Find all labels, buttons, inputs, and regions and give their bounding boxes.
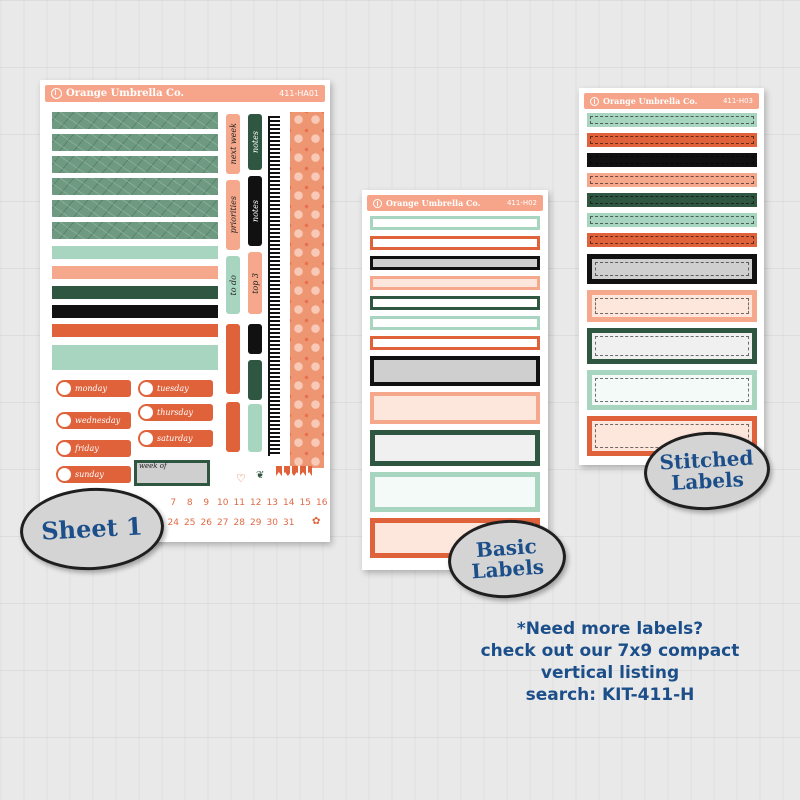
banner-icon (276, 466, 312, 476)
basic-label (370, 236, 540, 250)
washi-strip (52, 200, 218, 217)
stitched-label (587, 254, 757, 284)
washi-strip (52, 156, 218, 173)
basic-label (370, 256, 540, 270)
stitched-label (587, 370, 757, 410)
vertical-tab: next week (226, 114, 240, 174)
sticker-sheet-2: Orange Umbrella Co. 411-H02 (362, 190, 548, 570)
stitched-label (587, 133, 757, 147)
stitched-label (587, 153, 757, 167)
brand-name: Orange Umbrella Co. (603, 96, 698, 106)
vertical-tab: top 3 (248, 252, 262, 314)
washi-strip (52, 222, 218, 239)
brand-name: Orange Umbrella Co. (66, 88, 184, 99)
day-sticker: tuesday (138, 380, 213, 397)
header-bar (52, 286, 218, 299)
day-sticker: thursday (138, 404, 213, 421)
day-sticker: sunday (56, 466, 131, 483)
sheet1-header: Orange Umbrella Co. 411-HA01 (45, 85, 325, 102)
washi-strip (52, 112, 218, 129)
header-bar (52, 305, 218, 318)
basic-label (370, 296, 540, 310)
side-tab (226, 324, 240, 394)
basic-label (370, 472, 540, 512)
basic-label (370, 430, 540, 466)
umbrella-logo-icon (51, 88, 62, 99)
side-tab (248, 404, 262, 452)
vertical-tab: priorities (226, 180, 240, 250)
basic-label (370, 356, 540, 386)
flower-icon: ✿ (312, 516, 321, 527)
sheet-code: 411-H02 (506, 199, 537, 207)
stitched-label (587, 290, 757, 322)
stitched-label (587, 328, 757, 364)
sheet-code: 411-HA01 (279, 89, 319, 98)
fringe-strip (268, 116, 280, 456)
washi-strip (52, 134, 218, 151)
sticker-sheet-1: Orange Umbrella Co. 411-HA01 next week p… (40, 80, 330, 542)
skull-pattern-strip (290, 112, 324, 468)
brand-name: Orange Umbrella Co. (386, 198, 481, 208)
vertical-tab: notes (248, 176, 262, 246)
stitched-label (587, 113, 757, 127)
basic-label (370, 316, 540, 330)
vertical-tab: notes (248, 114, 262, 170)
header-bar (52, 266, 218, 279)
stitched-label (587, 193, 757, 207)
vertical-tab: to do (226, 256, 240, 314)
promo-text: *Need more labels? check out our 7x9 com… (480, 619, 740, 705)
stitched-label (587, 213, 757, 227)
sheet-code: 411-H03 (722, 97, 753, 105)
heart-icon: ♡ (236, 472, 246, 485)
sheet3-header: Orange Umbrella Co. 411-H03 (584, 93, 759, 109)
leaf-icon: ❦ (256, 470, 265, 481)
sticker-sheet-3: Orange Umbrella Co. 411-H03 (579, 88, 764, 465)
basic-label (370, 216, 540, 230)
day-sticker: friday (56, 440, 131, 457)
sheet2-header: Orange Umbrella Co. 411-H02 (367, 195, 543, 211)
week-of-label: week of (139, 462, 167, 470)
day-sticker: monday (56, 380, 131, 397)
day-sticker: saturday (138, 430, 213, 447)
side-tab (248, 324, 262, 354)
basic-label (370, 276, 540, 290)
stitched-label (587, 233, 757, 247)
stitched-label (587, 173, 757, 187)
header-bar (52, 324, 218, 337)
side-tab (248, 360, 262, 400)
week-of-box: week of (134, 460, 210, 486)
washi-strip (52, 178, 218, 195)
basic-label (370, 336, 540, 350)
basic-label (370, 392, 540, 424)
umbrella-logo-icon (373, 198, 382, 208)
header-bar (52, 345, 218, 370)
umbrella-logo-icon (590, 96, 599, 106)
side-tab (226, 402, 240, 452)
header-bar (52, 246, 218, 259)
day-sticker: wednesday (56, 412, 131, 429)
